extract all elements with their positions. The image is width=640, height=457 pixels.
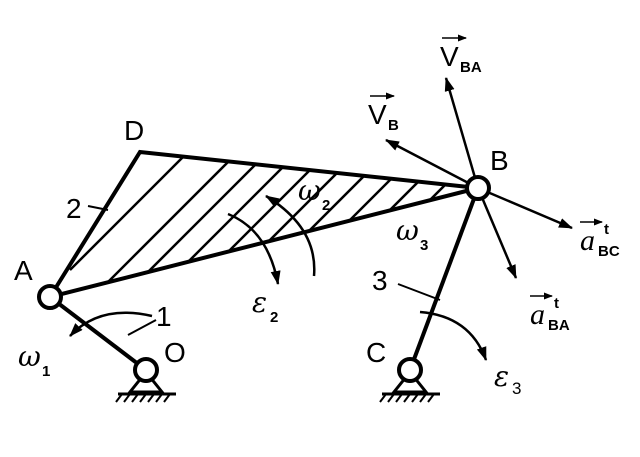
vb-subscript: B <box>388 117 399 134</box>
label-b: B <box>490 145 509 176</box>
label-a: A <box>14 255 33 286</box>
omega-3-subscript: 3 <box>420 237 428 254</box>
link-1-crank <box>48 295 148 372</box>
leader-line-1 <box>127 319 157 336</box>
joint-o <box>133 357 159 383</box>
omega-3-symbol: ω <box>396 214 419 247</box>
epsilon-2-arc-arrow <box>227 212 281 285</box>
abc-label: a t BC <box>580 218 620 260</box>
leader-line-3 <box>397 283 441 301</box>
label-link-1: 1 <box>156 301 172 332</box>
velocity-vector-vba <box>444 77 480 189</box>
omega-1-arc-arrow <box>69 311 153 337</box>
omega-2-label: ω 2 <box>298 174 330 214</box>
omega-1-label: ω 1 <box>18 340 50 380</box>
label-d: D <box>124 115 144 146</box>
label-c: C <box>366 337 386 368</box>
leader-line-2 <box>87 205 109 211</box>
epsilon-2-label: ε 2 <box>252 286 278 326</box>
vba-symbol: V <box>440 41 459 72</box>
aba-subscript: BA <box>548 317 570 334</box>
epsilon-2-subscript: 2 <box>270 309 278 326</box>
aba-symbol: a <box>530 298 545 331</box>
label-link-2: 2 <box>66 193 82 224</box>
label-o: O <box>164 337 186 368</box>
omega-2-subscript: 2 <box>322 197 330 214</box>
epsilon-2-symbol: ε <box>252 286 267 319</box>
aba-label: a t BA <box>530 292 570 334</box>
epsilon-3-symbol: ε <box>494 360 509 393</box>
abc-subscript: BC <box>598 243 620 260</box>
joint-c <box>397 357 423 383</box>
link-3-rocker <box>408 187 480 371</box>
omega-2-symbol: ω <box>298 174 321 207</box>
joint-a <box>37 284 63 310</box>
velocity-vector-vb <box>385 138 479 190</box>
omega-1-symbol: ω <box>18 340 41 373</box>
epsilon-3-subscript: 3 <box>512 379 521 398</box>
label-link-3: 3 <box>372 265 388 296</box>
vb-symbol: V <box>368 99 387 130</box>
acceleration-vector-abc <box>477 186 573 230</box>
omega-3-label: ω 3 <box>396 214 428 254</box>
abc-superscript: t <box>604 221 609 238</box>
vba-label: V BA <box>440 34 482 76</box>
epsilon-3-arc-arrow <box>419 310 488 361</box>
vba-subscript: BA <box>460 59 482 76</box>
omega-2-arc-arrow <box>265 194 316 277</box>
acceleration-vector-aba <box>476 187 518 279</box>
aba-superscript: t <box>554 295 559 312</box>
abc-symbol: a <box>580 224 595 257</box>
joint-b <box>465 175 491 201</box>
epsilon-3-label: ε 3 <box>494 360 521 398</box>
vb-label: V B <box>368 92 399 134</box>
omega-1-subscript: 1 <box>42 363 50 380</box>
